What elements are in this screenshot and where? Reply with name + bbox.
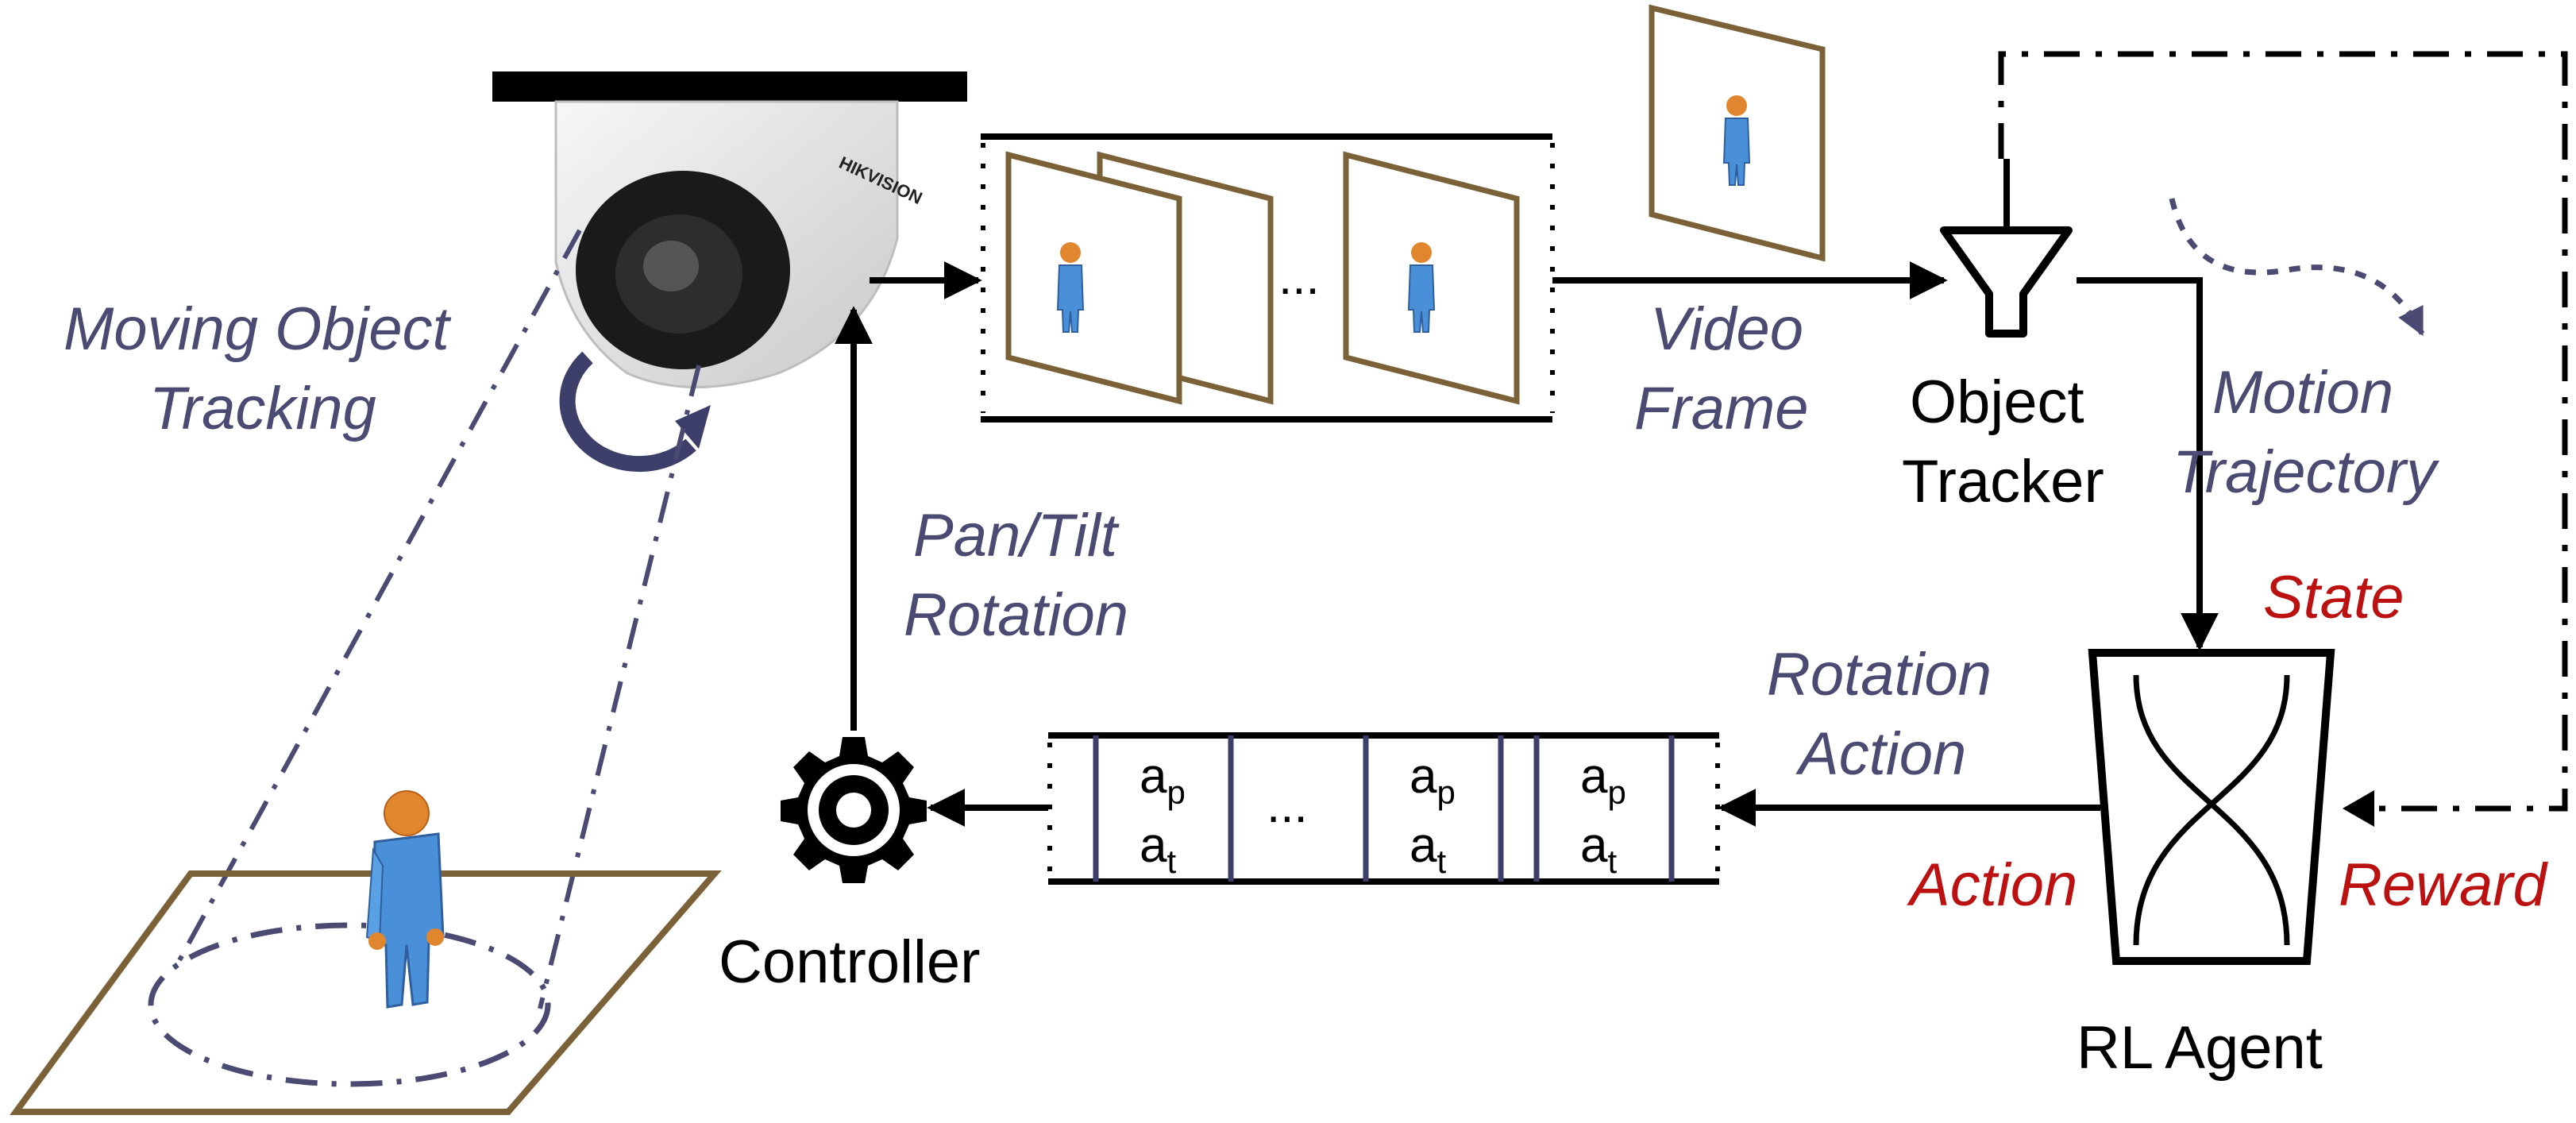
state-label: State <box>2263 564 2404 631</box>
rotation-action-label-line2: Action <box>1795 720 1966 788</box>
action-label: Action <box>1907 851 2077 919</box>
reward-label: Reward <box>2339 851 2549 919</box>
reward-feedback-loop <box>1998 51 2568 812</box>
action-ellipsis: ... <box>1267 778 1308 833</box>
pan-tilt-label-line1: Pan/Tilt <box>913 502 1120 569</box>
video-frame-1-front <box>1005 151 1182 405</box>
object-tracker-label-line2: Tracker <box>1902 448 2104 515</box>
video-frame-label-line1: Video <box>1650 295 1803 363</box>
tracking-zone <box>148 922 551 1087</box>
action-cell-3-tilt: at <box>1580 818 1617 880</box>
motion-trajectory-curve <box>2169 198 2425 337</box>
action-cell-1-pan: ap <box>1140 749 1186 811</box>
fov-line-left <box>172 229 582 971</box>
reward-arrowhead <box>2343 790 2374 827</box>
gear-icon <box>781 737 927 883</box>
filter-funnel-icon <box>1940 159 2073 338</box>
tracker-to-agent-arrow <box>2077 277 2219 651</box>
rl-agent-label: RL Agent <box>2077 1014 2323 1082</box>
ceiling-mount <box>492 71 967 102</box>
pan-tilt-label-line2: Rotation <box>904 581 1128 649</box>
action-cell-2-pan: ap <box>1409 749 1456 811</box>
fov-line-right <box>538 365 701 1009</box>
object-tracker-label-line1: Object <box>1910 369 2084 436</box>
moving-tracking-label-line1: Moving Object <box>64 295 452 363</box>
action-cell-3-pan: ap <box>1580 749 1626 811</box>
video-frame-label-line2: Frame <box>1634 375 1809 442</box>
motion-trajectory-label-line1: Motion <box>2212 359 2393 426</box>
tracked-person-icon <box>365 790 445 1009</box>
frame-buffer: ... <box>981 133 1555 423</box>
controller-label: Controller <box>719 928 980 996</box>
rotation-arrow-icon <box>559 351 696 473</box>
rl-agent-box <box>2088 649 2335 965</box>
rotation-action-label-line1: Rotation <box>1767 641 1992 708</box>
action-cell-1-tilt: at <box>1140 818 1176 880</box>
action-buffer: ap at ... ap at ap at <box>1047 732 1720 885</box>
frame-ellipsis: ... <box>1278 250 1320 305</box>
ptz-camera: HIKVISION <box>492 71 967 388</box>
action-cell-2-tilt: at <box>1409 818 1446 880</box>
rotation-arrowhead <box>675 405 711 449</box>
motion-trajectory-label-line2: Trajectory <box>2173 438 2439 506</box>
ground-plane <box>10 870 722 1115</box>
moving-tracking-label-line2: Tracking <box>149 375 376 442</box>
camera-lens-glass <box>643 241 699 291</box>
